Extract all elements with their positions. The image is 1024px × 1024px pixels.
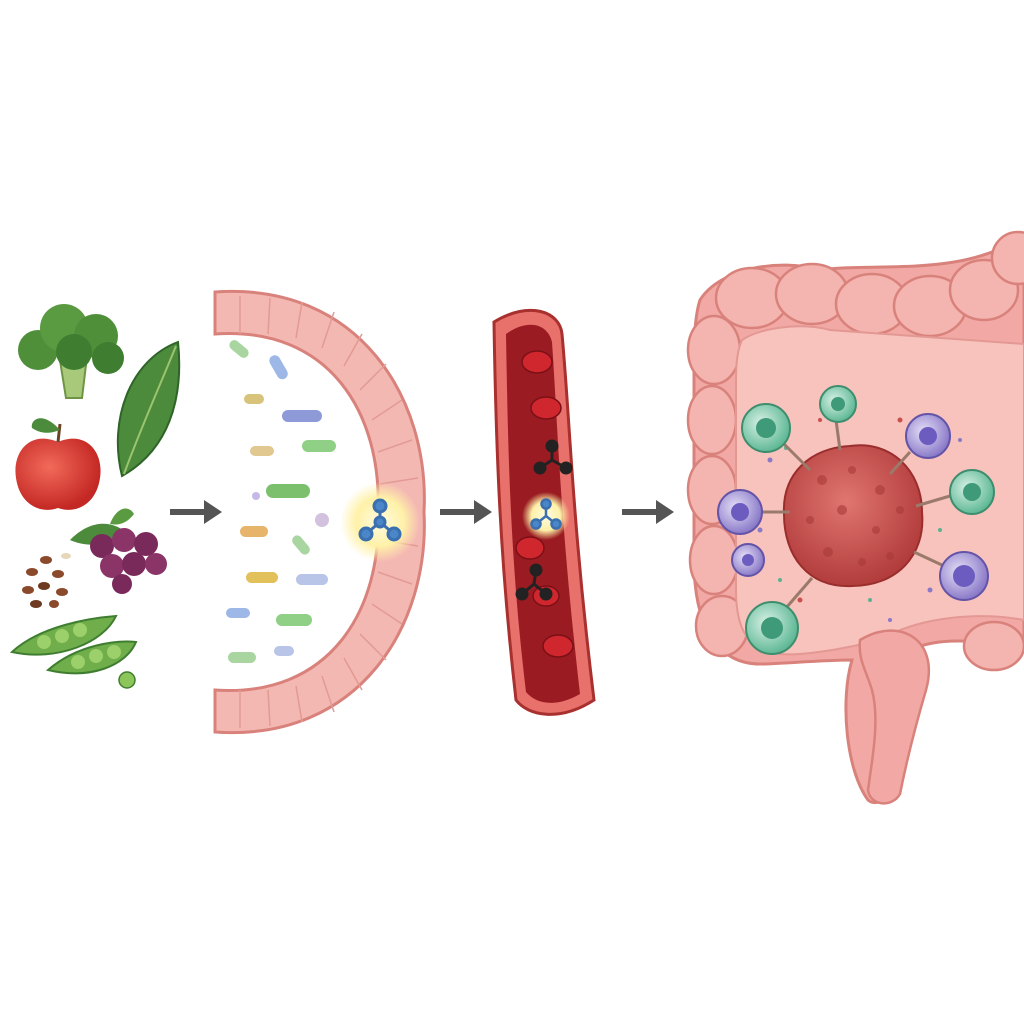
immune-cell-green-4 (745, 577, 814, 655)
molecule-dark-icon-1 (533, 439, 573, 475)
grapes-icon (70, 508, 167, 594)
seeds-icon (22, 553, 71, 608)
colon-haustra (686, 230, 1024, 672)
molecule-dark-icon-2 (515, 563, 553, 601)
plant-foods-icon (9, 304, 181, 689)
immune-cell-green-2 (819, 385, 857, 451)
immune-cell-green-3 (915, 469, 995, 515)
tumor-mass (782, 444, 924, 588)
immune-cell-purple-4 (913, 550, 989, 601)
flow-arrow-1 (170, 500, 222, 524)
epithelial-cells (239, 296, 419, 728)
immune-cell-green-1 (741, 403, 812, 472)
immune-cell-purple-3 (731, 543, 765, 577)
apple-icon (15, 418, 101, 510)
metabolite-molecule-icon (358, 498, 402, 542)
flow-arrow-3 (622, 500, 674, 524)
red-blood-cells (515, 350, 574, 658)
molecule-blue-icon (530, 498, 562, 530)
leaf-icon (116, 340, 181, 478)
immune-cell-purple-1 (888, 413, 951, 476)
broccoli-icon (18, 304, 124, 399)
intestinal-wall (213, 289, 426, 735)
bacteria-cluster (226, 340, 336, 663)
colon-sigmoid (858, 629, 931, 805)
blood-vessel-icon (492, 308, 596, 716)
flow-arrow-2 (440, 500, 492, 524)
gut-microbiome-icon (213, 289, 426, 735)
immune-cell-purple-2 (717, 489, 790, 535)
peas-icon (9, 614, 138, 689)
colon-tumor-icon (686, 230, 1024, 805)
cytokine-particles (757, 417, 962, 622)
